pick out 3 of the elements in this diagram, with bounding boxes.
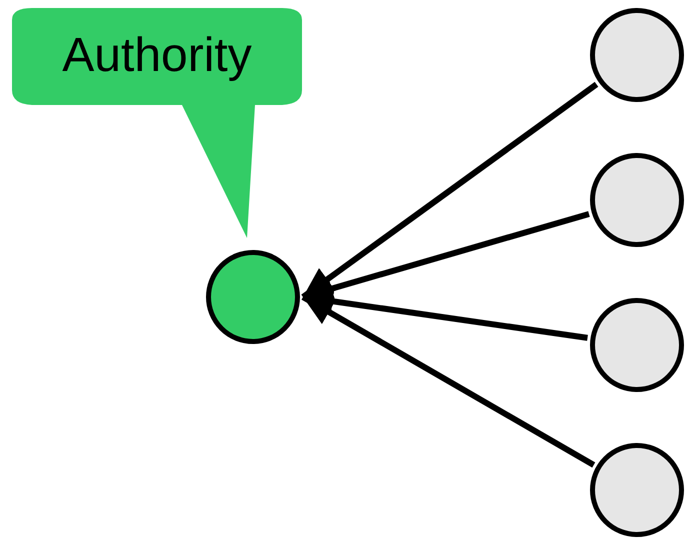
callout-text: Authority [61,28,253,84]
speech-bubble [10,8,304,240]
arrow [301,82,598,300]
